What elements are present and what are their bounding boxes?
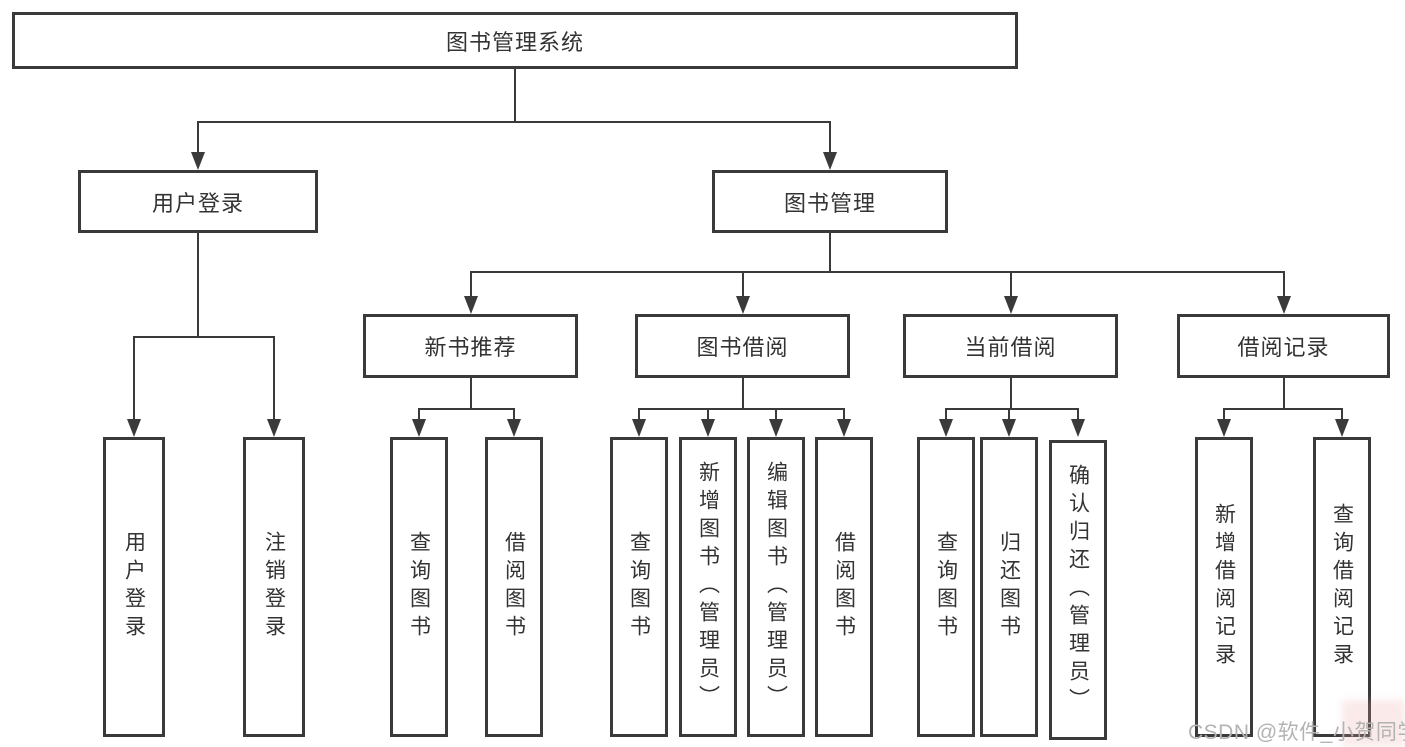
arrowhead-icon bbox=[939, 419, 953, 437]
connector-line bbox=[419, 408, 515, 410]
arrowhead-icon bbox=[1002, 419, 1016, 437]
arrowhead-icon bbox=[267, 419, 281, 437]
arrowhead-icon bbox=[127, 419, 141, 437]
connector-line bbox=[775, 408, 777, 421]
connector-line bbox=[843, 408, 845, 421]
arrowhead-icon bbox=[769, 419, 783, 437]
leaf-label: 编辑图书（管理员） bbox=[764, 461, 788, 713]
arrowhead-icon bbox=[632, 419, 646, 437]
arrowhead-icon bbox=[1071, 419, 1085, 437]
leaf-label: 借阅图书 bbox=[832, 531, 856, 643]
node-label: 图书管理系统 bbox=[445, 29, 584, 55]
connector-line bbox=[1010, 378, 1012, 408]
connector-line bbox=[1341, 408, 1343, 421]
connector-line bbox=[514, 69, 516, 121]
connector-line bbox=[829, 233, 831, 271]
connector-line bbox=[513, 408, 515, 421]
arrowhead-icon bbox=[1335, 419, 1349, 437]
node-label: 当前借阅 bbox=[964, 335, 1057, 360]
connector-line bbox=[470, 271, 1284, 273]
leaf-label: 新增借阅记录 bbox=[1212, 503, 1236, 671]
leaf-label: 借阅图书 bbox=[502, 531, 526, 643]
connector-line bbox=[418, 408, 420, 421]
arrowhead-icon bbox=[701, 419, 715, 437]
node-label: 图书管理 bbox=[783, 190, 876, 216]
connector-line bbox=[197, 121, 831, 123]
leaf-label: 查询图书 bbox=[627, 531, 651, 643]
connector-line bbox=[197, 233, 199, 336]
arrowhead-icon bbox=[736, 296, 750, 314]
connector-line bbox=[470, 271, 472, 297]
connector-line bbox=[639, 408, 845, 410]
connector-line bbox=[1283, 378, 1285, 408]
arrowhead-icon bbox=[191, 152, 205, 170]
node-new-book-recommend: 新书推荐 bbox=[363, 314, 578, 378]
arrowhead-icon bbox=[1004, 296, 1018, 314]
leaf-label: 归还图书 bbox=[997, 531, 1021, 643]
arrowhead-icon bbox=[1217, 419, 1231, 437]
leaf-return-books: 归还图书 bbox=[980, 437, 1038, 737]
leaf-label: 注销登录 bbox=[262, 531, 286, 643]
connector-line bbox=[273, 336, 275, 420]
node-book-borrowing: 图书借阅 bbox=[635, 314, 850, 378]
connector-line bbox=[1010, 271, 1012, 297]
leaf-label: 新增图书（管理员） bbox=[696, 461, 720, 713]
node-label: 图书借阅 bbox=[696, 335, 789, 360]
leaf-edit-books-admin: 编辑图书（管理员） bbox=[747, 437, 805, 737]
csdn-watermark: CSDN @软件_小贺同学 bbox=[1188, 721, 1405, 744]
arrowhead-icon bbox=[1277, 296, 1291, 314]
connector-line bbox=[470, 378, 472, 408]
connector-line bbox=[638, 408, 640, 421]
connector-line bbox=[707, 408, 709, 421]
leaf-label: 查询图书 bbox=[407, 531, 431, 643]
node-library-management-system: 图书管理系统 bbox=[12, 12, 1018, 69]
connector-line bbox=[1224, 408, 1343, 410]
connector-line bbox=[742, 271, 744, 297]
connector-line bbox=[946, 408, 1079, 410]
leaf-query-books-newbook: 查询图书 bbox=[390, 437, 448, 737]
node-user-login: 用户登录 bbox=[78, 170, 318, 233]
leaf-confirm-return-admin: 确认归还（管理员） bbox=[1049, 440, 1107, 740]
connector-line bbox=[945, 408, 947, 421]
leaf-query-books-current: 查询图书 bbox=[917, 437, 975, 737]
leaf-query-books-borrow: 查询图书 bbox=[610, 437, 668, 737]
leaf-user-login: 用户登录 bbox=[103, 437, 165, 737]
connector-line bbox=[133, 336, 135, 420]
leaf-logout: 注销登录 bbox=[243, 437, 305, 737]
corner-tint bbox=[1342, 700, 1405, 747]
node-label: 借阅记录 bbox=[1237, 335, 1330, 360]
arrowhead-icon bbox=[412, 419, 426, 437]
node-borrowing-records: 借阅记录 bbox=[1177, 314, 1390, 378]
connector-line bbox=[829, 121, 831, 153]
arrowhead-icon bbox=[837, 419, 851, 437]
connector-line bbox=[1283, 271, 1285, 297]
connector-line bbox=[1008, 408, 1010, 421]
connector-line bbox=[1077, 408, 1079, 421]
node-label: 新书推荐 bbox=[424, 335, 517, 360]
leaf-label: 查询借阅记录 bbox=[1330, 503, 1354, 671]
leaf-add-books-admin: 新增图书（管理员） bbox=[679, 437, 737, 737]
leaf-label: 用户登录 bbox=[122, 531, 146, 643]
arrowhead-icon bbox=[823, 152, 837, 170]
arrowhead-icon bbox=[507, 419, 521, 437]
arrowhead-icon bbox=[464, 296, 478, 314]
leaf-query-borrow-record: 查询借阅记录 bbox=[1313, 437, 1371, 737]
connector-line bbox=[133, 336, 275, 338]
connector-line bbox=[742, 378, 744, 408]
leaf-label: 确认归还（管理员） bbox=[1066, 464, 1090, 716]
connector-line bbox=[1223, 408, 1225, 421]
leaf-borrow-books: 借阅图书 bbox=[815, 437, 873, 737]
node-label: 用户登录 bbox=[151, 190, 244, 216]
connector-line bbox=[197, 121, 199, 153]
node-current-borrowing: 当前借阅 bbox=[903, 314, 1118, 378]
node-book-management: 图书管理 bbox=[712, 170, 948, 233]
leaf-borrow-books-newbook: 借阅图书 bbox=[485, 437, 543, 737]
leaf-add-borrow-record: 新增借阅记录 bbox=[1195, 437, 1253, 737]
leaf-label: 查询图书 bbox=[934, 531, 958, 643]
